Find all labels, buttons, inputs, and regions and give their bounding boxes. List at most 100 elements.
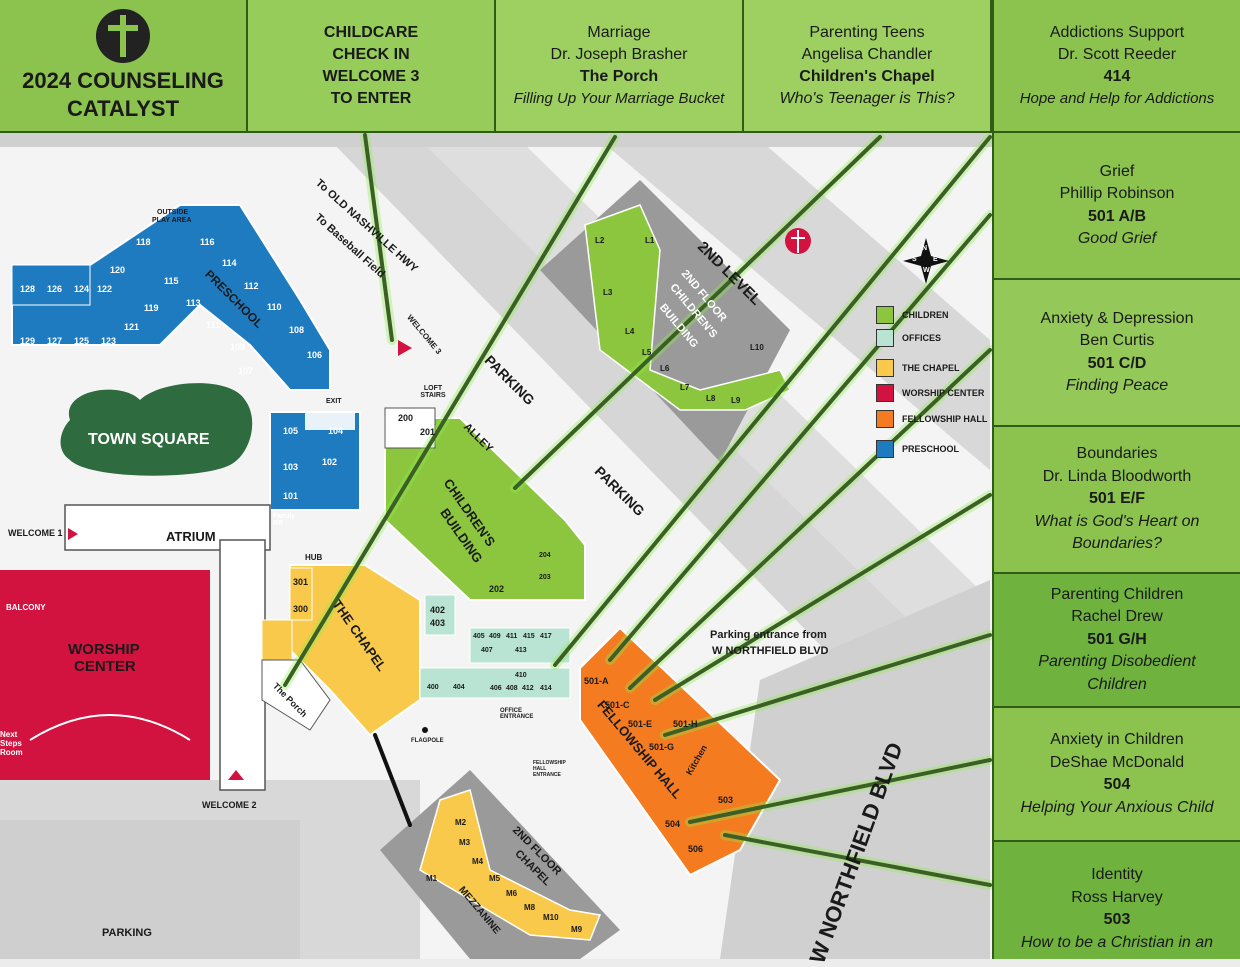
room-m1: M1 xyxy=(426,874,438,883)
room-126: 126 xyxy=(47,284,63,294)
room-112: 112 xyxy=(244,281,259,291)
session-speaker: DeShae McDonald xyxy=(1049,753,1185,771)
room-102: 102 xyxy=(322,457,338,467)
welcome2-label: WELCOME 2 xyxy=(202,800,257,810)
room-122: 122 xyxy=(97,284,113,294)
room-113: 113 xyxy=(186,298,201,308)
legend-swatch xyxy=(876,410,894,428)
room-202: 202 xyxy=(489,584,505,594)
room-m4: M4 xyxy=(472,857,484,866)
legend-swatch xyxy=(876,359,894,377)
room-300: 300 xyxy=(293,604,309,614)
header-logo-cell: 2024 COUNSELING CATALYST xyxy=(0,0,248,133)
compass-n: N xyxy=(922,245,928,252)
room-115: 115 xyxy=(164,276,179,286)
room-116: 116 xyxy=(200,237,215,247)
teens-room: Children's Chapel xyxy=(799,67,935,85)
compass-w: W xyxy=(923,267,930,274)
room-501-h: 501-H xyxy=(673,719,698,729)
room-201: 201 xyxy=(420,427,436,437)
session-room: 501 A/B xyxy=(1087,207,1147,225)
hub-label: HUB xyxy=(305,553,323,562)
room-301: 301 xyxy=(293,577,309,587)
room-123: 123 xyxy=(101,336,117,346)
header-childcare-cell: CHILDCARE CHECK IN WELCOME 3 TO ENTER xyxy=(248,0,496,133)
town-square-label: TOWN SQUARE xyxy=(88,431,210,448)
fellowship-entrance-2: HALL xyxy=(533,766,547,772)
room-506: 506 xyxy=(688,844,704,854)
session-title: How to be a Christian in an xyxy=(1020,933,1214,951)
room-400: 400 xyxy=(427,684,439,691)
room-l4: L4 xyxy=(625,327,635,336)
room-410: 410 xyxy=(515,672,527,679)
session-boundaries: Boundaries Dr. Linda Bloodworth 501 E/F … xyxy=(992,427,1240,574)
childcare-line2: CHECK IN xyxy=(332,45,410,63)
legend-label: FELLOWSHIP HALL xyxy=(902,414,988,424)
room-407: 407 xyxy=(481,647,493,654)
childcare-line3: WELCOME 3 xyxy=(322,67,420,85)
legend-label: OFFICES xyxy=(902,333,942,343)
flagpole-label: FLAGPOLE xyxy=(411,738,444,744)
room-l7: L7 xyxy=(680,383,690,392)
room-200: 200 xyxy=(398,413,414,423)
addictions-title: Hope and Help for Addictions xyxy=(1019,89,1215,107)
exit-label: EXIT xyxy=(326,398,342,405)
addictions-room: 414 xyxy=(1103,67,1131,85)
header-teens-cell: Parenting Teens Angelisa Chandler Childr… xyxy=(744,0,992,133)
room-107: 107 xyxy=(238,366,254,376)
marriage-title: Filling Up Your Marriage Bucket xyxy=(513,89,725,107)
family-rr-label: Family RR xyxy=(273,513,296,527)
room-l3: L3 xyxy=(603,288,613,297)
cross-logo-icon xyxy=(96,8,150,63)
room-109: 109 xyxy=(230,342,246,352)
room-l10: L10 xyxy=(750,343,764,352)
room-m2: M2 xyxy=(455,818,467,827)
room-m3: M3 xyxy=(459,838,471,847)
session-topic: Anxiety in Children xyxy=(1050,731,1184,748)
compass-icon: N E S W xyxy=(903,238,949,284)
room-403: 403 xyxy=(430,618,446,628)
next-steps-label: Next Steps Room xyxy=(0,730,23,757)
legend-fellowship: FELLOWSHIP HALL xyxy=(876,410,987,428)
room-128: 128 xyxy=(20,284,36,294)
legend-chapel: THE CHAPEL xyxy=(876,359,960,377)
session-identity: Identity Ross Harvey 503 How to be a Chr… xyxy=(992,842,1240,959)
legend-label: CHILDREN xyxy=(902,310,949,320)
session-room: 504 xyxy=(1103,776,1131,793)
parking-label-3: PARKING xyxy=(102,927,152,939)
room-404: 404 xyxy=(453,684,465,691)
legend-label: THE CHAPEL xyxy=(902,363,960,373)
session-room: 501 G/H xyxy=(1087,630,1147,648)
marriage-room: The Porch xyxy=(579,67,659,85)
teens-speaker: Angelisa Chandler xyxy=(801,45,933,63)
room-l1: L1 xyxy=(645,236,655,245)
marriage-topic: Marriage xyxy=(587,23,651,41)
legend-swatch xyxy=(876,384,894,402)
teens-topic: Parenting Teens xyxy=(809,23,925,41)
parking-entrance-1: Parking entrance from xyxy=(710,629,827,641)
room-101: 101 xyxy=(283,491,299,501)
room-405: 405 xyxy=(473,633,485,640)
room-120: 120 xyxy=(110,265,126,275)
childcare-line1: CHILDCARE xyxy=(323,23,419,41)
room-m10: M10 xyxy=(543,913,559,922)
session-room: 501 C/D xyxy=(1087,354,1147,372)
room-110: 110 xyxy=(267,302,282,312)
room-127: 127 xyxy=(47,336,63,346)
childcare-line4: TO ENTER xyxy=(330,89,412,107)
room-103: 103 xyxy=(283,462,299,472)
room-108: 108 xyxy=(289,325,305,335)
room-121: 121 xyxy=(124,322,140,332)
parking-entrance-2: W NORTHFIELD BLVD xyxy=(712,645,829,657)
session-topic: Identity xyxy=(1091,866,1143,883)
room-414: 414 xyxy=(540,685,552,692)
logo-title-line1: 2024 COUNSELING xyxy=(22,67,224,93)
legend-label: PRESCHOOL xyxy=(902,444,960,454)
legend-worship: WORSHIP CENTER xyxy=(876,384,984,402)
room-114: 114 xyxy=(222,258,237,268)
session-room: 503 xyxy=(1103,911,1131,928)
legend-swatch xyxy=(876,440,894,458)
room-m9: M9 xyxy=(571,925,583,934)
welcome1-label: WELCOME 1 xyxy=(8,528,63,538)
balcony-label: BALCONY xyxy=(6,603,46,612)
